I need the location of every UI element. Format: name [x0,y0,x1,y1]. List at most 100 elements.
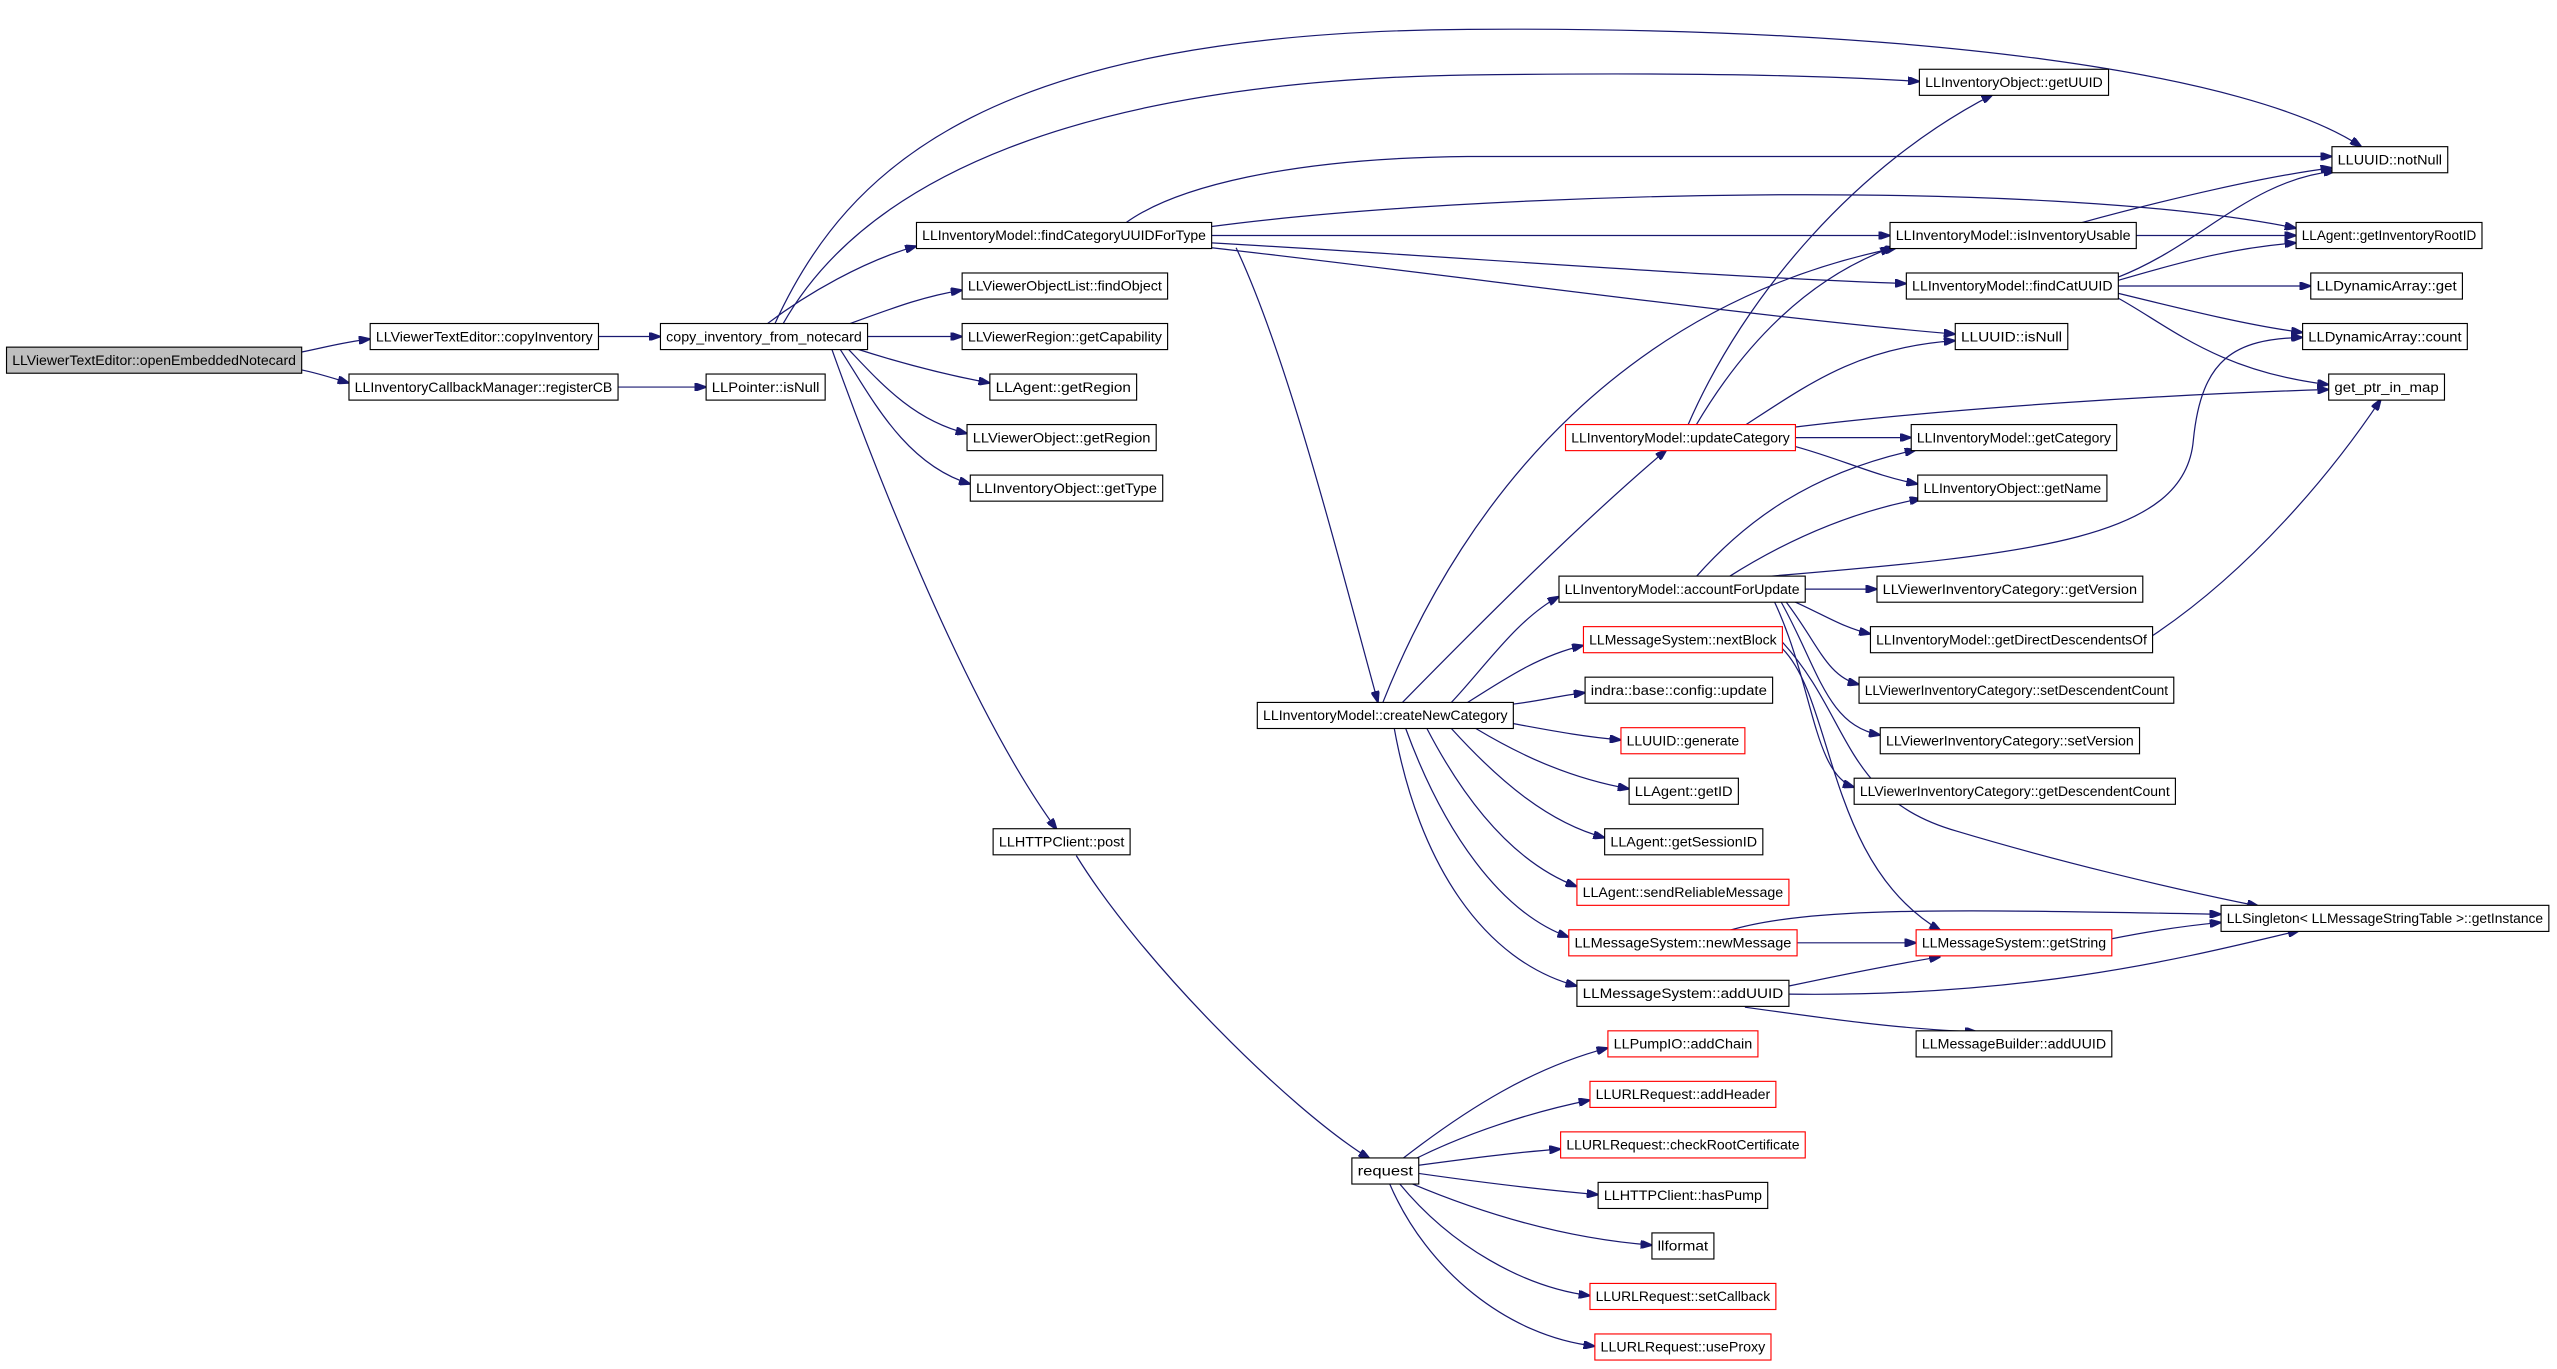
node-llviewerregion-getcapability[interactable]: LLViewerRegion::getCapability [961,322,1169,351]
node-box[interactable] [1256,701,1514,730]
node-llinventorymodel-createnewcategory[interactable]: LLInventoryModel::createNewCategory [1256,701,1514,730]
node-llpumpio-addchain[interactable]: LLPumpIO::addChain [1607,1030,1759,1058]
node-llinventorymodel-getdirectdescendentsof[interactable]: LLInventoryModel::getDirectDescendentsOf [1869,626,2154,654]
node-llviewertexteditor-copyinventory[interactable]: LLViewerTextEditor::copyInventory [369,322,600,351]
node-box[interactable] [1915,1030,2113,1058]
node-box[interactable] [1954,322,2069,351]
node-box[interactable] [1560,1131,1806,1159]
node-llinventorycallbackmanager-registercb[interactable]: LLInventoryCallbackManager::registerCB [348,373,619,401]
node-llpointer-isnull[interactable]: LLPointer::isNull [705,373,826,401]
node-label: LLViewerObjectList::findObject [968,279,1162,294]
node-llurlrequest-checkrootcertificate[interactable]: LLURLRequest::checkRootCertificate [1560,1131,1806,1159]
node-llurlrequest-addheader[interactable]: LLURLRequest::addHeader [1589,1080,1777,1108]
node-box[interactable] [2220,904,2550,932]
node-box[interactable] [1628,777,1739,805]
node-llviewerobjectlist-findobject[interactable]: LLViewerObjectList::findObject [961,272,1169,300]
node-llinventoryobject-gettype[interactable]: LLInventoryObject::getType [969,474,1164,502]
node-llagent-getid[interactable]: LLAgent::getID [1628,777,1739,805]
node-llinventorymodel-accountforupdate[interactable]: LLInventoryModel::accountForUpdate [1558,575,1806,603]
node-box[interactable] [1889,221,2137,250]
node-llviewerinventorycategory-setversion[interactable]: LLViewerInventoryCategory::setVersion [1879,727,2141,755]
node-box[interactable] [1604,828,1764,856]
node-llmessagesystem-adduuid[interactable]: LLMessageSystem::addUUID [1576,979,1790,1007]
node-box[interactable] [1584,676,1774,704]
node-llsingleton-llmessagestringtable-getinstance[interactable]: LLSingleton< LLMessageStringTable >::get… [2220,904,2550,932]
node-box[interactable] [1915,929,2113,957]
node-box[interactable] [1582,626,1783,654]
node-copy-inventory-from-notecard[interactable]: copy_inventory_from_notecard [659,322,869,351]
node-box[interactable] [915,221,1213,250]
node-lldynamicarray-count[interactable]: LLDynamicArray::count [2302,322,2468,351]
node-box[interactable] [969,474,1164,502]
node-lluuid-notnull[interactable]: LLUUID::notNull [2331,146,2449,174]
node-box[interactable] [1607,1030,1759,1058]
node-box[interactable] [369,322,600,351]
node-box[interactable] [1918,68,2110,96]
node-box[interactable] [989,373,1138,401]
node-box[interactable] [2331,146,2449,174]
node-box[interactable] [1917,474,2108,502]
node-box[interactable] [1651,1232,1715,1260]
node-box[interactable] [1620,727,1746,755]
node-box[interactable] [1597,1181,1769,1210]
node-box[interactable] [1879,727,2141,755]
node-llmessagebuilder-adduuid[interactable]: LLMessageBuilder::addUUID [1915,1030,2113,1058]
node-box[interactable] [2328,373,2446,401]
node-box[interactable] [961,272,1169,300]
node-llagent-getsessionid[interactable]: LLAgent::getSessionID [1604,828,1764,856]
node-box[interactable] [961,322,1169,351]
node-llagent-getregion[interactable]: LLAgent::getRegion [989,373,1138,401]
node-lldynamicarray-get[interactable]: LLDynamicArray::get [2310,272,2463,300]
node-llviewerinventorycategory-setdescendentcount[interactable]: LLViewerInventoryCategory::setDescendent… [1858,676,2175,704]
node-box[interactable] [348,373,619,401]
node-get-ptr-in-map[interactable]: get_ptr_in_map [2328,373,2446,401]
node-box[interactable] [1589,1080,1777,1108]
node-llinventorymodel-getcategory[interactable]: LLInventoryModel::getCategory [1910,423,2118,452]
node-llviewerobject-getregion[interactable]: LLViewerObject::getRegion [966,423,1157,452]
node-llmessagesystem-newmessage[interactable]: LLMessageSystem::newMessage [1568,929,1798,957]
node-box[interactable] [1858,676,2175,704]
node-llinventorymodel-isinventoryusable[interactable]: LLInventoryModel::isInventoryUsable [1889,221,2137,250]
node-box[interactable] [1351,1157,1420,1185]
node-box[interactable] [1564,423,1797,452]
node-llinventoryobject-getname[interactable]: LLInventoryObject::getName [1917,474,2108,502]
node-lluuid-generate[interactable]: LLUUID::generate [1620,727,1746,755]
node-label: LLUUID::generate [1627,733,1740,748]
node-box[interactable] [2302,322,2468,351]
node-box[interactable] [966,423,1157,452]
node-box[interactable] [1568,929,1798,957]
node-llhttpclient-haspump[interactable]: LLHTTPClient::hasPump [1597,1181,1769,1210]
node-llviewerinventorycategory-getversion[interactable]: LLViewerInventoryCategory::getVersion [1876,575,2144,603]
node-llhttpclient-post[interactable]: LLHTTPClient::post [992,828,1131,856]
node-box[interactable] [1905,272,2119,300]
node-box[interactable] [2310,272,2463,300]
node-box[interactable] [659,322,869,351]
node-box[interactable] [1876,575,2144,603]
node-box[interactable] [1594,1333,1772,1361]
node-box[interactable] [1869,626,2154,654]
node-indra-base-config-update[interactable]: indra::base::config::update [1584,676,1774,704]
node-request[interactable]: request [1351,1157,1420,1185]
node-lluuid-isnull[interactable]: LLUUID::isNull [1954,322,2069,351]
node-box[interactable] [2295,221,2483,250]
node-llurlrequest-setcallback[interactable]: LLURLRequest::setCallback [1589,1282,1777,1311]
node-llviewerinventorycategory-getdescendentcount[interactable]: LLViewerInventoryCategory::getDescendent… [1853,777,2176,805]
node-box[interactable] [705,373,826,401]
node-llinventorymodel-updatecategory[interactable]: LLInventoryModel::updateCategory [1564,423,1797,452]
node-llinventorymodel-findcategoryuuidfortype[interactable]: LLInventoryModel::findCategoryUUIDForTyp… [915,221,1213,250]
node-box[interactable] [1589,1282,1777,1311]
node-llurlrequest-useproxy[interactable]: LLURLRequest::useProxy [1594,1333,1772,1361]
node-box[interactable] [1576,878,1790,906]
node-llagent-getinventoryrootid[interactable]: LLAgent::getInventoryRootID [2295,221,2483,250]
node-box[interactable] [1576,979,1790,1007]
node-llformat[interactable]: llformat [1651,1232,1715,1260]
node-llmessagesystem-getstring[interactable]: LLMessageSystem::getString [1915,929,2113,957]
node-box[interactable] [992,828,1131,856]
node-box[interactable] [1558,575,1806,603]
node-llagent-sendreliablemessage[interactable]: LLAgent::sendReliableMessage [1576,878,1790,906]
node-box[interactable] [1910,423,2118,452]
node-box[interactable] [1853,777,2176,805]
node-llinventoryobject-getuuid[interactable]: LLInventoryObject::getUUID [1918,68,2110,96]
node-llinventorymodel-findcatuuid[interactable]: LLInventoryModel::findCatUUID [1905,272,2119,300]
node-llmessagesystem-nextblock[interactable]: LLMessageSystem::nextBlock [1582,626,1783,654]
